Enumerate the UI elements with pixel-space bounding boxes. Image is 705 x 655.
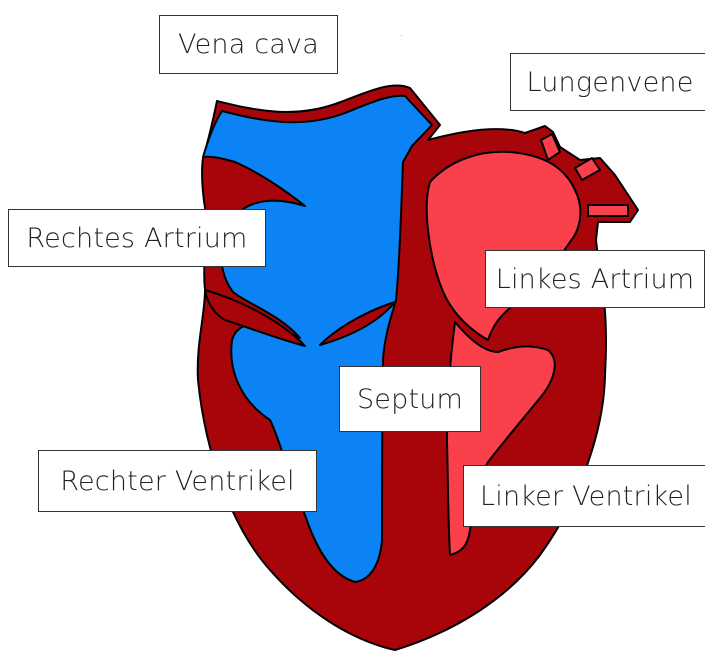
label-rechter-ventrikel-text: Rechter Ventrikel (60, 466, 294, 497)
label-linker-ventrikel: Linker Ventrikel (463, 465, 705, 527)
label-rechter-ventrikel: Rechter Ventrikel (38, 450, 317, 512)
label-rechtes-atrium-text: Rechtes Artrium (26, 223, 247, 254)
label-linkes-atrium: Linkes Artrium (485, 250, 705, 308)
label-vena-cava-text: Vena cava (178, 29, 319, 60)
label-linker-ventrikel-text: Linker Ventrikel (480, 481, 692, 512)
label-septum-text: Septum (357, 384, 463, 415)
label-septum: Septum (339, 366, 481, 432)
pulmonary-vein-lower (588, 205, 628, 216)
label-rechtes-atrium: Rechtes Artrium (8, 209, 266, 267)
label-linkes-atrium-text: Linkes Artrium (496, 264, 695, 295)
label-lungenvene: Lungenvene (510, 53, 705, 111)
label-vena-cava: Vena cava (159, 15, 338, 74)
label-lungenvene-text: Lungenvene (526, 67, 693, 98)
